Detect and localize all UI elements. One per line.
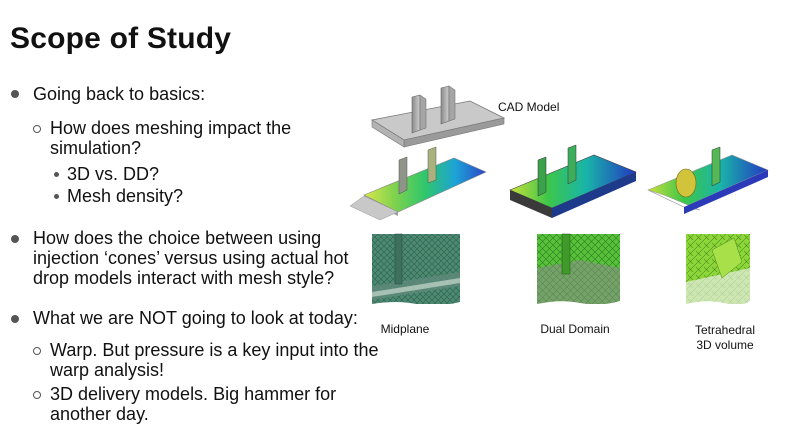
bullet-not-today: What we are NOT going to look at today: [33,308,358,328]
bullet-going-back: Going back to basics: [33,84,206,104]
caption-tetrahedral-l1: Tetrahedral [694,323,756,337]
tetrahedral-mesh-closeup [686,234,750,306]
sub-bullet-3d-delivery-l1: 3D delivery models. Big hammer for [50,384,337,404]
bullet-injection-l3: drop models interact with mesh style? [33,268,335,288]
caption-tetrahedral-l2: 3D volume [696,338,754,352]
sub-bullet-warp-l1: Warp. But pressure is a key input into t… [50,340,379,360]
sub-bullet-ring [33,391,41,399]
sub-bullet-warp-l2: warp analysis! [50,360,165,380]
bullet-dot [11,90,19,98]
bullet-dot [11,315,19,323]
cad-model-label: CAD Model [498,100,559,114]
sub-sub-bullet-dot [54,172,59,177]
slide-title: Scope of Study [10,22,232,55]
sub-sub-bullet-3d-vs-dd: 3D vs. DD? [67,164,160,184]
sub-bullet-ring [33,347,41,355]
sub-sub-bullet-dot [54,194,59,199]
sub-bullet-meshing-l1: How does meshing impact the [50,118,292,138]
bullet-list: Going back to basics: How does meshing i… [11,84,379,424]
caption-midplane: Midplane [380,322,430,336]
bullet-injection-l2: injection ‘cones’ versus using actual ho… [33,248,349,268]
bullet-dot [11,235,19,243]
dual-domain-mesh-closeup [537,233,620,306]
tetrahedral-result-illustration [647,146,769,214]
sub-bullet-meshing-l2: simulation? [50,138,142,158]
sub-sub-bullet-mesh-density: Mesh density? [67,186,184,206]
caption-dual-domain: Dual Domain [540,322,610,336]
dual-domain-result-illustration [509,144,637,218]
sub-bullet-ring [33,125,41,133]
bullet-injection-l1: How does the choice between using [33,228,322,248]
sub-bullet-3d-delivery-l2: another day. [50,404,149,424]
